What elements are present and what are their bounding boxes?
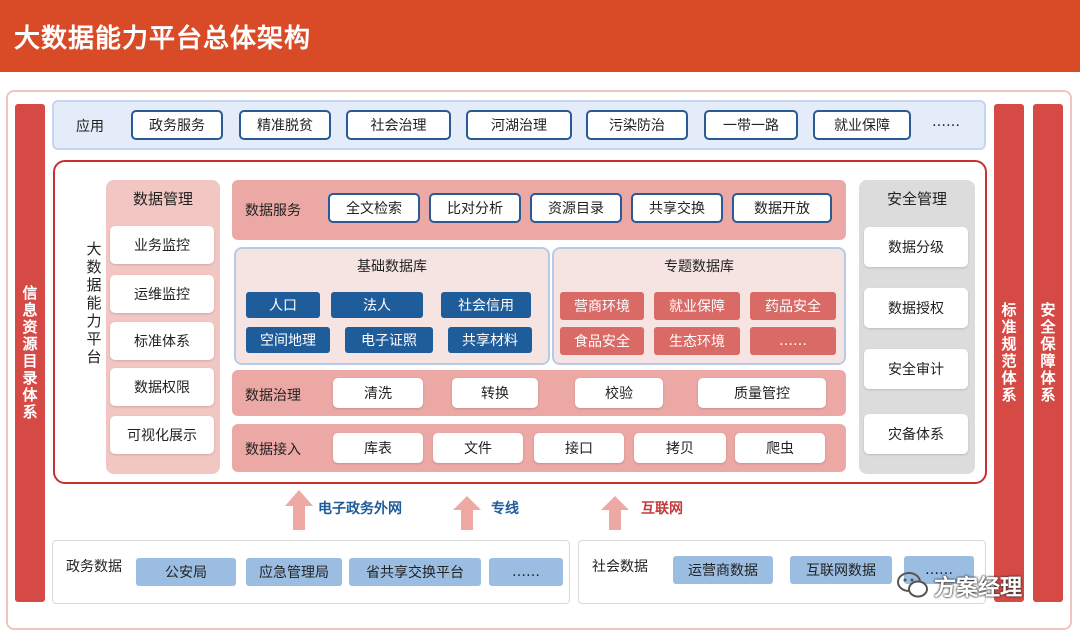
data-management-title: 数据管理 — [132, 190, 193, 208]
watermark-text: 方案经理 — [934, 576, 1023, 601]
topic-db-item: 药品安全 — [750, 292, 836, 320]
base-db-item: 法人 — [331, 292, 423, 318]
access-item: 拷贝 — [634, 433, 726, 463]
base-db-item: 电子证照 — [345, 327, 433, 353]
topic-db-item: 生态环境 — [654, 327, 740, 355]
social-data-panel — [578, 540, 986, 604]
data-access-label: 数据接入 — [245, 442, 301, 458]
apps-label: 应用 — [76, 119, 104, 135]
access-item: 库表 — [333, 433, 423, 463]
security-item: 数据授权 — [864, 288, 968, 328]
app-item: 社会治理 — [346, 110, 451, 140]
data-service-item: 全文检索 — [328, 193, 420, 223]
data-management-item: 标准体系 — [110, 322, 214, 360]
data-governance-label: 数据治理 — [245, 388, 301, 404]
data-service-item: 资源目录 — [530, 193, 622, 223]
governance-item: 清洗 — [333, 378, 423, 408]
social-data-item: 互联网数据 — [790, 556, 892, 584]
gov-data-panel — [52, 540, 570, 604]
access-item: 接口 — [534, 433, 624, 463]
diagram-frame — [6, 90, 1072, 630]
platform-frame — [53, 160, 987, 484]
base-db-item: 共享材料 — [448, 327, 532, 353]
gov-data-item: 应急管理局 — [246, 558, 342, 586]
governance-item: 质量管控 — [698, 378, 826, 408]
network-internet: 互联网 — [641, 501, 683, 517]
topic-db-item: 营商环境 — [560, 292, 644, 320]
social-data-item: …… — [904, 556, 974, 584]
social-data-item: 运营商数据 — [673, 556, 773, 584]
network-egov: 电子政务外网 — [318, 501, 402, 517]
data-management-item: 业务监控 — [110, 226, 214, 264]
apps-more: …… — [932, 114, 960, 130]
access-item: 爬虫 — [735, 433, 825, 463]
up-arrow-icon — [601, 496, 629, 530]
app-item: 就业保障 — [813, 110, 911, 140]
gov-data-label: 政务数据 — [66, 559, 122, 575]
left-bar-text: 信息资源目录体系 — [20, 285, 39, 421]
wechat-icon — [897, 572, 928, 598]
topic-db-item: 就业保障 — [654, 292, 740, 320]
data-service-item: 数据开放 — [732, 193, 832, 223]
topic-db-item: …… — [750, 327, 836, 355]
right-bar-security-text: 安全保障体系 — [1038, 302, 1057, 404]
topic-db-title: 专题数据库 — [664, 259, 734, 275]
gov-data-item: 公安局 — [136, 558, 236, 586]
header-banner: 大数据能力平台总体架构 — [0, 0, 1080, 72]
up-arrow-icon — [285, 490, 313, 530]
data-services-label: 数据服务 — [245, 203, 301, 219]
security-item: 数据分级 — [864, 227, 968, 267]
base-db-item: 社会信用 — [441, 292, 531, 318]
data-management-item: 可视化展示 — [110, 416, 214, 454]
gov-data-item: 省共享交换平台 — [349, 558, 481, 586]
right-bar-standards-text: 标准规范体系 — [999, 302, 1018, 404]
security-title: 安全管理 — [886, 190, 947, 208]
left-bar: 信息资源目录体系 — [15, 104, 45, 602]
right-bar-security: 安全保障体系 — [1033, 104, 1063, 602]
topic-db-item: 食品安全 — [560, 327, 644, 355]
data-service-item: 共享交换 — [631, 193, 723, 223]
page-title: 大数据能力平台总体架构 — [14, 24, 312, 54]
app-item: 政务服务 — [131, 110, 223, 140]
access-item: 文件 — [433, 433, 523, 463]
app-item: 污染防治 — [586, 110, 688, 140]
app-item: 一带一路 — [704, 110, 798, 140]
data-management-item: 数据权限 — [110, 368, 214, 406]
base-db-item: 人口 — [246, 292, 320, 318]
right-bar-standards: 标准规范体系 — [994, 104, 1024, 602]
network-dedicated: 专线 — [491, 501, 519, 517]
base-db-item: 空间地理 — [246, 327, 330, 353]
social-data-label: 社会数据 — [592, 559, 648, 575]
governance-item: 校验 — [575, 378, 663, 408]
gov-data-item: …… — [489, 558, 563, 586]
base-db-title: 基础数据库 — [357, 259, 427, 275]
data-management-item: 运维监控 — [110, 275, 214, 313]
platform-label: 大数据能力平台 — [86, 240, 102, 366]
up-arrow-icon — [453, 496, 481, 530]
app-item: 精准脱贫 — [239, 110, 331, 140]
governance-item: 转换 — [452, 378, 538, 408]
security-item: 安全审计 — [864, 349, 968, 389]
data-service-item: 比对分析 — [429, 193, 521, 223]
security-item: 灾备体系 — [864, 414, 968, 454]
app-item: 河湖治理 — [466, 110, 572, 140]
